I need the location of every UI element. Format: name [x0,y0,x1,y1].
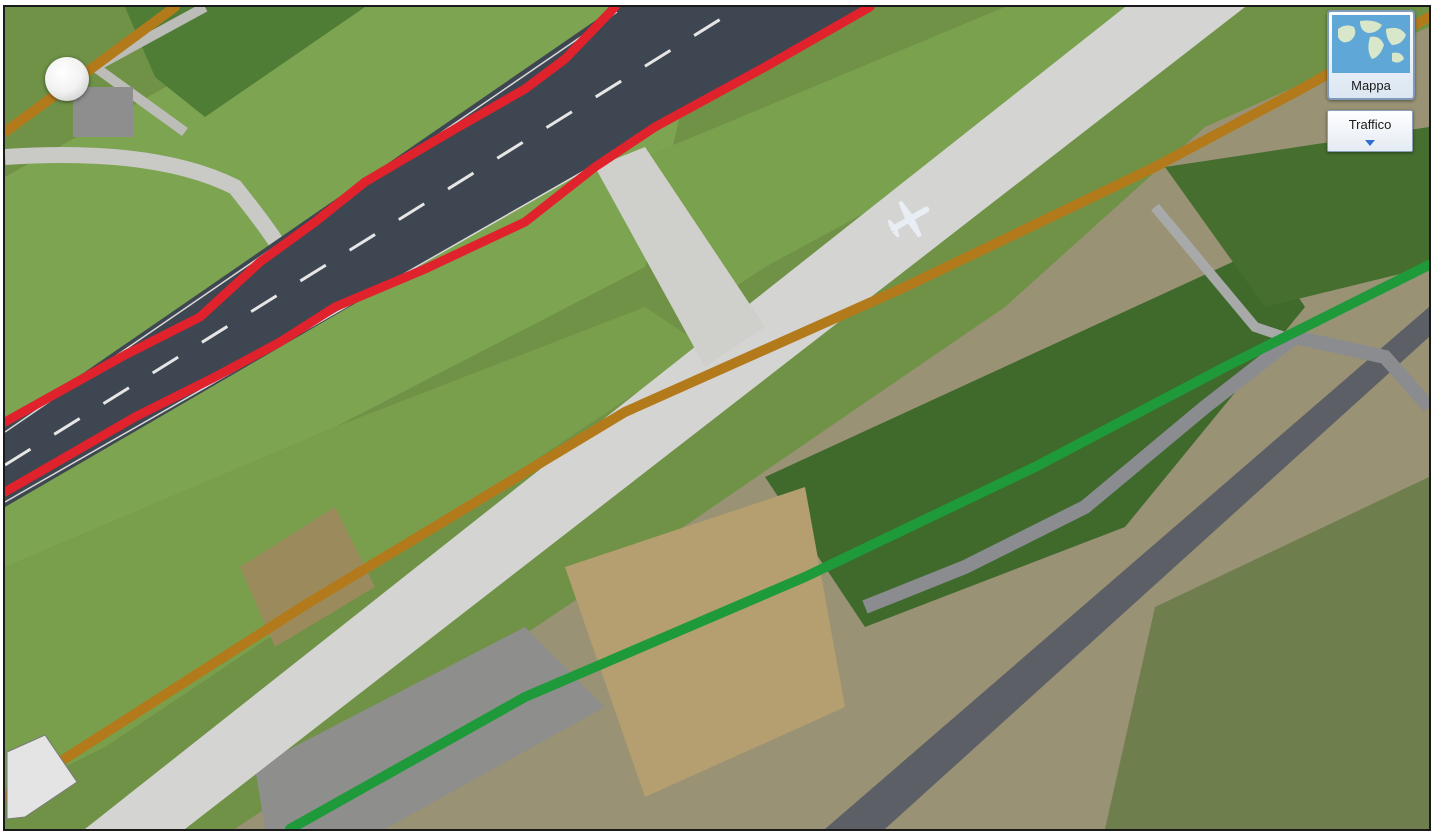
map-type-label: Mappa [1351,78,1391,93]
traffic-button[interactable]: Traffico [1327,110,1413,152]
green-line [285,260,1429,829]
farmland [1105,477,1429,829]
hangar [6,734,78,820]
map-type-button[interactable]: Mappa [1327,10,1415,100]
wooded-area [1165,127,1429,307]
taxiway-connector [595,147,765,367]
traffic-label: Traffico [1348,117,1392,132]
globe-icon [1332,15,1410,73]
buildings-block [255,627,605,829]
construction-site [565,487,845,797]
red-line-lower [5,7,875,497]
ramp-road [862,329,1429,614]
service-road [5,147,293,261]
dirt-patch [240,507,375,647]
map-imagery[interactable] [5,7,1429,829]
brown-line [5,12,1429,802]
motorway [825,307,1429,829]
brown-line-short [5,7,180,137]
pan-control[interactable] [45,57,89,101]
airplane-icon [887,200,930,238]
taxiway [85,7,1245,829]
apron [73,87,133,137]
satellite-map[interactable] [3,5,1431,831]
urban-area [235,27,1429,829]
grass-field [125,7,365,117]
red-line-upper [5,7,620,427]
chevron-down-icon [1365,140,1375,146]
world-map-thumbnail [1332,15,1410,73]
local-road [1151,203,1287,342]
runway-centerline [5,7,741,467]
